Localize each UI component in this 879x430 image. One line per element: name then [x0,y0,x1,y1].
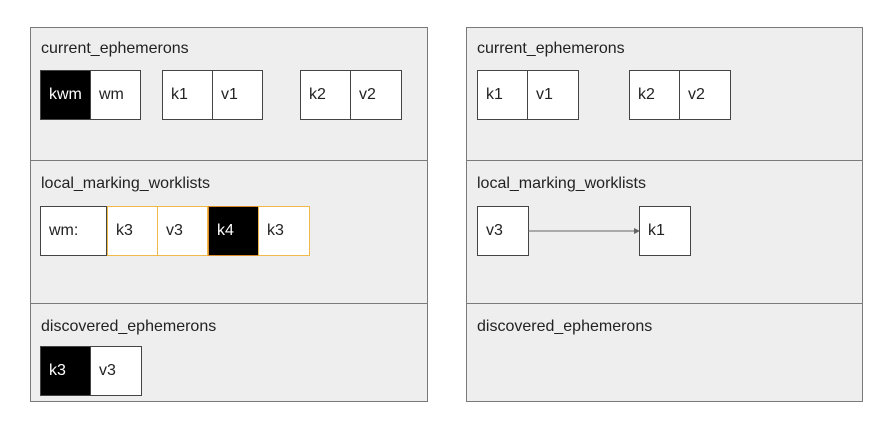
right-local-marking-worklists-title: local_marking_worklists [477,175,646,192]
right-current-ephemerons-title: current_ephemerons [477,40,625,57]
left-discovered-ephemerons-section: discovered_ephemerons k3 v3 [31,303,427,401]
left-local-marking-worklists-title: local_marking_worklists [41,175,210,192]
worklist-item: k3 [258,206,310,256]
worklist-item: k3 [107,206,158,256]
right-current-ephemerons-section: current_ephemerons k1 v1 k2 v2 [467,28,862,160]
left-ephemeron-value-wm: wm [90,70,141,120]
right-discovered-ephemerons-section: discovered_ephemerons [467,303,862,401]
worklist-arrow [528,228,640,234]
discovered-ephemeron-key: k3 [40,346,91,396]
left-current-ephemerons-title: current_ephemerons [41,40,189,57]
discovered-ephemeron-value: v3 [90,346,142,396]
left-ephemeron-key-k1: k1 [162,70,213,120]
right-ephemeron-value-v1: v1 [527,70,579,120]
right-ephemeron-key-k1: k1 [477,70,528,120]
left-panel: current_ephemerons kwm wm k1 v1 k2 v2 lo… [30,27,428,402]
left-discovered-ephemerons-title: discovered_ephemerons [41,318,217,335]
left-ephemeron-key-kwm: kwm [40,70,91,120]
worklist-node-target: k1 [639,206,691,256]
right-ephemeron-key-k2: k2 [629,70,680,120]
right-local-marking-worklists-section: local_marking_worklists v3 k1 [467,160,862,303]
worklist-item-highlighted: k4 [208,206,259,256]
right-discovered-ephemerons-title: discovered_ephemerons [477,318,653,335]
worklist-item: v3 [157,206,208,256]
worklist-label: wm: [40,206,107,256]
left-ephemeron-key-k2: k2 [300,70,351,120]
left-current-ephemerons-section: current_ephemerons kwm wm k1 v1 k2 v2 [31,28,427,160]
right-ephemeron-value-v2: v2 [679,70,731,120]
right-panel: current_ephemerons k1 v1 k2 v2 local_mar… [466,27,863,402]
worklist-node-source: v3 [477,206,529,256]
left-ephemeron-value-v2: v2 [350,70,402,120]
left-ephemeron-value-v1: v1 [212,70,263,120]
left-local-marking-worklists-section: local_marking_worklists wm: k3 v3 k4 k3 [31,160,427,303]
